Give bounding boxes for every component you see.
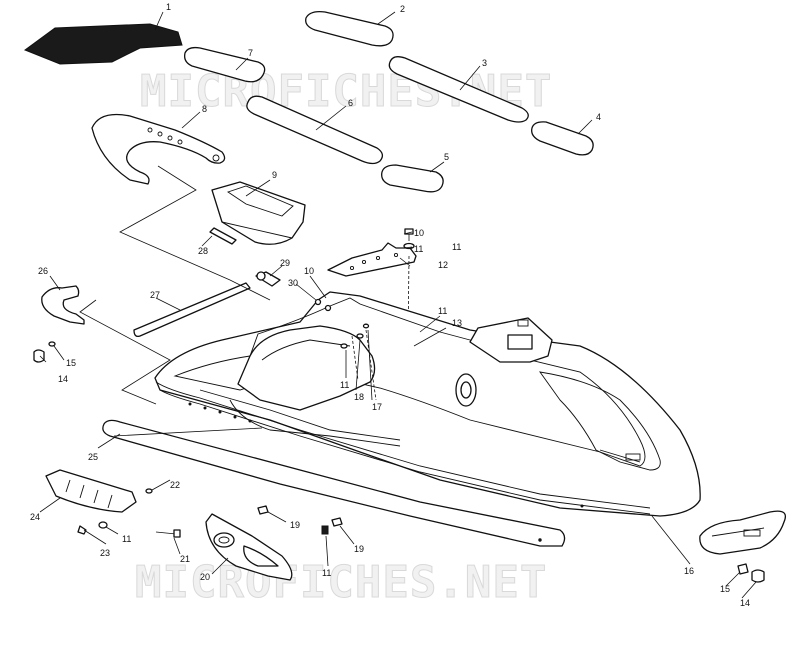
part-11-nut-lower [98,521,108,529]
part-16-bumper [699,510,787,555]
callout-6: 6 [348,98,353,108]
part-5-pad [381,164,444,193]
callout-10-right: 10 [414,228,424,238]
part-9-storage-bin [211,181,306,245]
callout-8: 8 [202,104,207,114]
part-29-pin [255,271,281,287]
part-10-screw-right [403,228,415,250]
callout-16: 16 [684,566,694,576]
part-3-long-pad [388,56,529,123]
callout-2: 2 [400,4,405,14]
part-14-cap-right [751,569,765,583]
part-11-nut-bottom [321,525,329,535]
callout-19-b: 19 [354,544,364,554]
callout-17: 17 [372,402,382,412]
part-19-screw-b [331,517,343,527]
callout-14-right: 14 [740,598,750,608]
callout-11-f: 11 [452,242,461,252]
callout-26: 26 [38,266,48,276]
part-4-pad [531,121,594,156]
watermark-bottom: MICROFICHES.NET [135,557,547,608]
part-7-pad [184,46,266,83]
callout-1: 1 [166,2,171,12]
callout-12: 12 [438,260,448,270]
part-26-bracket [41,285,85,325]
part-22-washer [145,488,153,494]
part-19-screw-a [257,505,269,515]
callout-15-left: 15 [66,358,76,368]
assembly-guide-lines [79,165,271,405]
callout-5: 5 [444,152,449,162]
part-6-long-pad [246,95,384,165]
callout-22: 22 [170,480,180,490]
callout-11-c: 11 [340,380,349,390]
callout-28: 28 [198,246,208,256]
part-12-bracket [327,242,417,277]
callout-18: 18 [354,392,364,402]
callout-7: 7 [248,48,253,58]
callout-21: 21 [180,554,190,564]
part-2-pad [305,10,394,47]
callout-19-a: 19 [290,520,300,530]
callout-9: 9 [272,170,277,180]
part-15-washer-right [737,563,749,575]
part-21-bolt [155,529,181,538]
callout-11-e: 11 [322,568,331,578]
callout-11-b: 11 [438,306,447,316]
callout-11-d: 11 [122,534,131,544]
callout-20: 20 [200,572,210,582]
callout-4: 4 [596,112,601,122]
callout-13: 13 [452,318,462,328]
callout-23: 23 [100,548,110,558]
part-8-grab-handle [91,113,226,185]
part-20-side-panel [205,513,293,581]
callout-3: 3 [482,58,487,68]
main-hull [154,291,701,517]
callout-10-left: 10 [304,266,314,276]
part-15-washer-left [48,341,56,347]
callout-29: 29 [280,258,290,268]
callout-27: 27 [150,290,160,300]
part-1-seat-mat [23,23,183,65]
callout-labels: 1 2 3 4 5 6 7 8 9 10 10 11 11 11 11 11 1… [30,2,750,608]
callout-24: 24 [30,512,40,522]
part-14-cap-left [33,349,45,363]
callout-25: 25 [88,452,98,462]
part-27-rail [133,282,251,338]
part-23-screw [77,525,87,535]
part-28-strap [209,227,237,245]
callout-15-right: 15 [720,584,730,594]
part-24-vent [45,469,137,513]
leader-lines [39,11,757,599]
callout-30: 30 [288,278,298,288]
callout-11-a: 11 [414,244,423,254]
callout-14-left: 14 [58,374,68,384]
part-25-rub-rail [102,419,566,547]
